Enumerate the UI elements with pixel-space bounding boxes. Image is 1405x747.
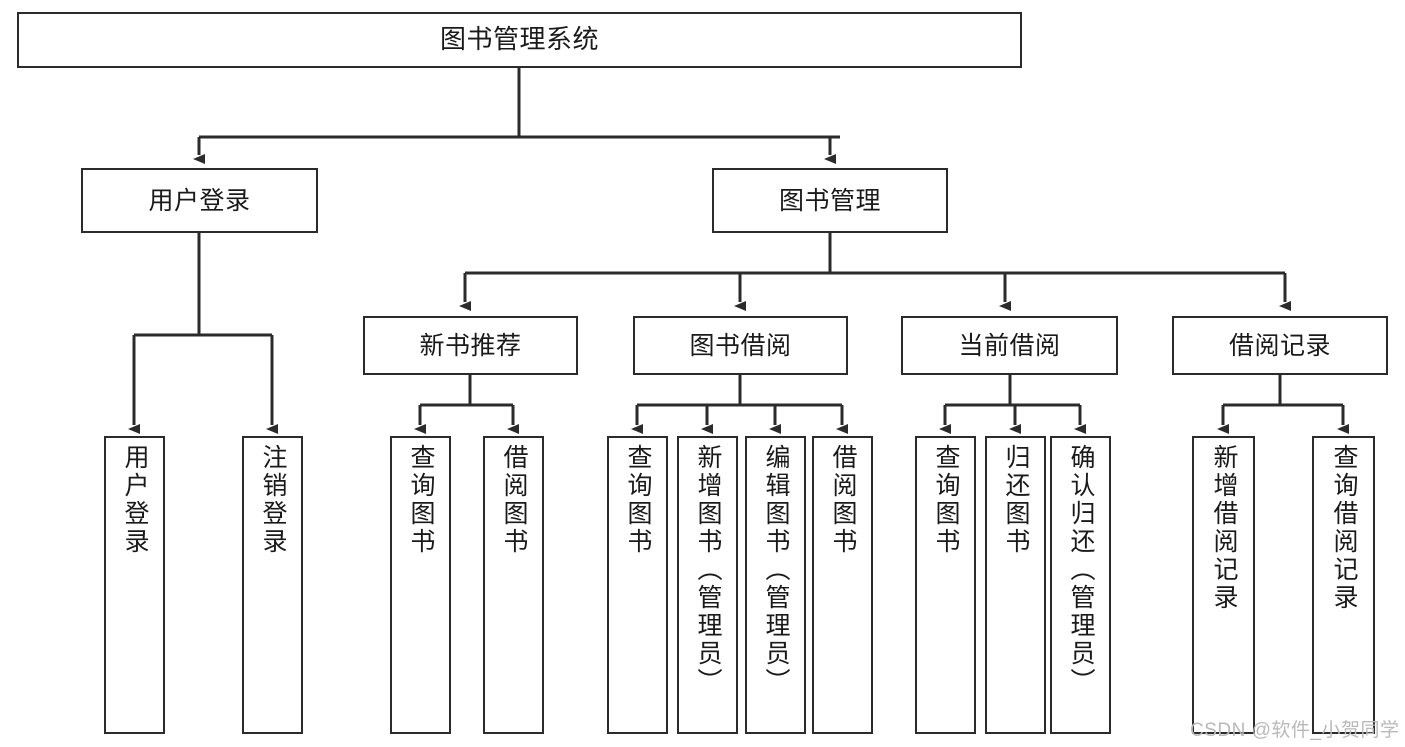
node-current-borrow[interactable]: 当前借阅 bbox=[901, 316, 1118, 375]
node-label: 图书借阅 bbox=[689, 331, 792, 360]
node-label: 借阅图书 bbox=[829, 444, 857, 556]
node-label: 借阅记录 bbox=[1228, 331, 1331, 360]
node-label: 查询借阅记录 bbox=[1330, 444, 1358, 612]
node-label: 查询图书 bbox=[932, 444, 960, 556]
node-borrow-book-2[interactable]: 借阅图书 bbox=[812, 436, 873, 734]
node-label: 确认归还（管理员） bbox=[1067, 444, 1095, 696]
node-confirm-return-admin[interactable]: 确认归还（管理员） bbox=[1050, 436, 1111, 734]
node-logout-leaf[interactable]: 注销登录 bbox=[242, 436, 303, 734]
node-query-book-3[interactable]: 查询图书 bbox=[915, 436, 976, 734]
node-label: 用户登录 bbox=[148, 186, 251, 215]
node-label: 借阅图书 bbox=[500, 444, 528, 556]
node-label: 编辑图书（管理员） bbox=[762, 444, 790, 696]
node-borrow-record[interactable]: 借阅记录 bbox=[1172, 316, 1388, 375]
node-query-book-1[interactable]: 查询图书 bbox=[390, 436, 451, 734]
node-label: 图书管理系统 bbox=[439, 24, 599, 55]
node-label: 注销登录 bbox=[259, 444, 287, 556]
node-borrow-book-1[interactable]: 借阅图书 bbox=[483, 436, 544, 734]
node-label: 归还图书 bbox=[1002, 444, 1030, 556]
node-user-login[interactable]: 用户登录 bbox=[81, 168, 318, 233]
node-label: 用户登录 bbox=[121, 444, 149, 556]
node-user-login-leaf[interactable]: 用户登录 bbox=[104, 436, 165, 734]
node-label: 新增图书（管理员） bbox=[694, 444, 722, 696]
node-query-borrow-record[interactable]: 查询借阅记录 bbox=[1312, 436, 1375, 734]
node-label: 新书推荐 bbox=[419, 331, 522, 360]
node-return-book[interactable]: 归还图书 bbox=[985, 436, 1046, 734]
node-label: 图书管理 bbox=[778, 186, 881, 215]
node-add-borrow-record[interactable]: 新增借阅记录 bbox=[1192, 436, 1255, 734]
csdn-watermark: CSDN @软件_小贺同学 bbox=[1190, 720, 1400, 741]
node-book-management-system[interactable]: 图书管理系统 bbox=[17, 12, 1022, 68]
node-label: 新增借阅记录 bbox=[1210, 444, 1238, 612]
node-query-book-2[interactable]: 查询图书 bbox=[607, 436, 668, 734]
node-label: 当前借阅 bbox=[958, 331, 1061, 360]
node-book-borrow[interactable]: 图书借阅 bbox=[633, 316, 848, 375]
node-add-book-admin[interactable]: 新增图书（管理员） bbox=[677, 436, 738, 734]
node-new-book-recommend[interactable]: 新书推荐 bbox=[363, 316, 578, 375]
node-edit-book-admin[interactable]: 编辑图书（管理员） bbox=[745, 436, 806, 734]
node-book-management[interactable]: 图书管理 bbox=[712, 168, 948, 233]
node-label: 查询图书 bbox=[624, 444, 652, 556]
node-label: 查询图书 bbox=[407, 444, 435, 556]
